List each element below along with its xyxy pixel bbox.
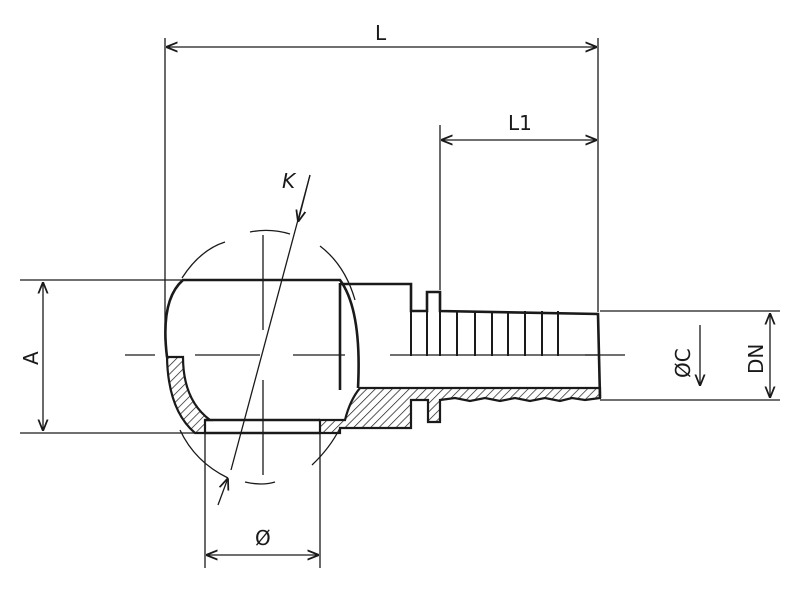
extension-lines: [20, 38, 780, 568]
centerlines: [125, 235, 625, 475]
label-DN: DN: [744, 344, 768, 374]
label-A: A: [19, 351, 43, 365]
label-hole-diameter: Ø: [255, 526, 271, 550]
label-OC: ØC: [671, 348, 695, 378]
hose-barbs: [410, 311, 559, 356]
label-L1: L1: [508, 111, 532, 135]
label-L: L: [375, 21, 387, 45]
dimension-lines: [43, 47, 770, 555]
radius-arcs: [179, 229, 356, 485]
fitting-body: [164, 278, 602, 435]
label-K: K: [282, 169, 297, 193]
